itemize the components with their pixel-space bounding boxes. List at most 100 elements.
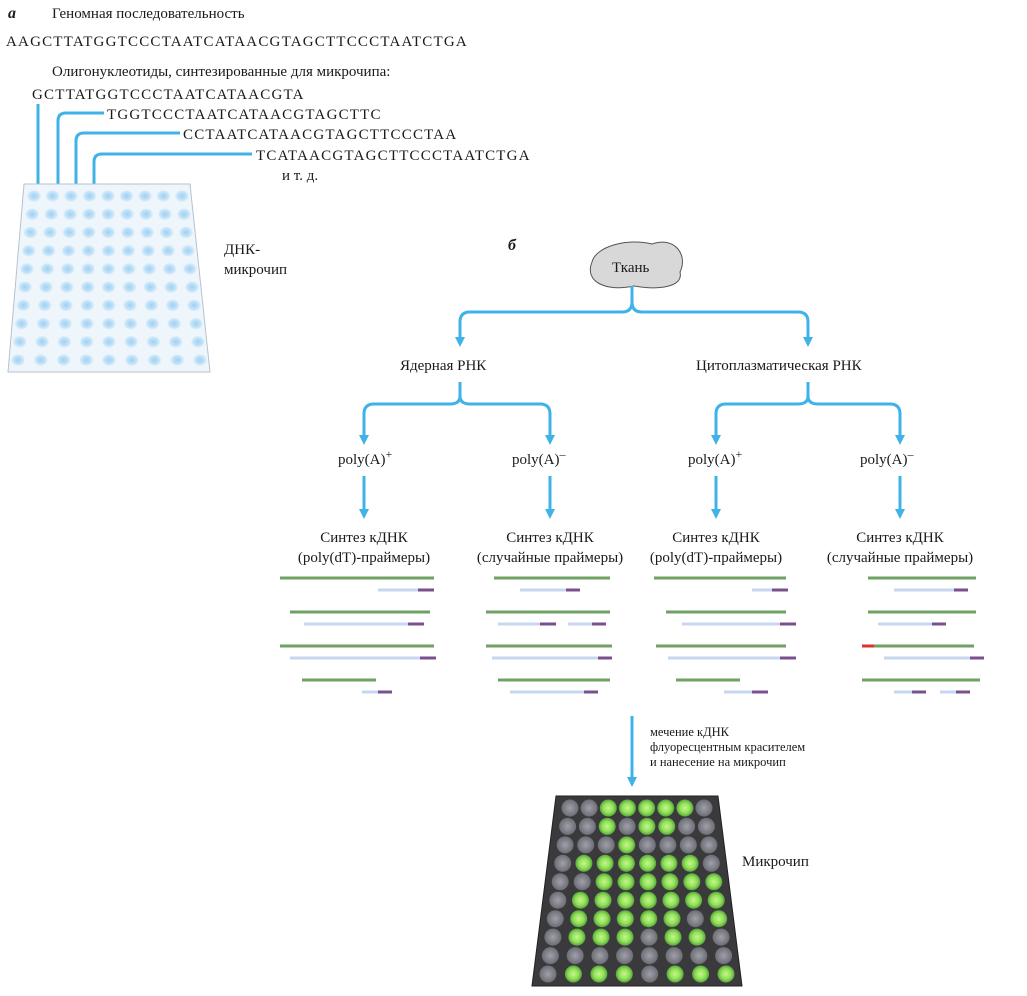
chip-label-line2: микрочип <box>224 262 287 278</box>
blue-spot <box>14 317 29 330</box>
blue-spot <box>119 190 134 202</box>
microchip-label: Микрочип <box>742 854 809 870</box>
green-spot <box>615 965 633 983</box>
arrow-to-cytoplasmic <box>630 301 813 347</box>
blue-spot <box>63 208 78 221</box>
gray-spot <box>554 854 572 872</box>
blue-spot <box>81 226 96 239</box>
blue-spot <box>121 244 136 257</box>
blue-spot <box>101 226 116 239</box>
blue-spot <box>41 244 56 257</box>
green-spot <box>616 928 634 946</box>
green-spot <box>575 854 593 872</box>
green-spot <box>617 873 635 891</box>
gray-spot <box>573 873 591 891</box>
green-spot <box>594 891 612 909</box>
oligo-1: GCTTATGGTCCCTAATCATAACGTA <box>32 87 305 103</box>
blue-spot <box>123 299 137 312</box>
synth-primer-4: (случайные праймеры) <box>827 550 973 566</box>
gray-spot <box>700 836 718 854</box>
oligo-2: TGGTCCCTAATCATAACGTAGCTTC <box>107 107 382 123</box>
blue-spot <box>187 299 201 312</box>
green-spot <box>571 891 589 909</box>
blue-spot <box>121 262 136 275</box>
dna-chip <box>7 183 211 373</box>
cyto-polyA-plus: poly(A)+ <box>688 447 743 468</box>
blue-spot <box>122 281 137 294</box>
blue-spot <box>25 208 40 221</box>
blue-spot <box>159 226 174 239</box>
green-spot <box>639 854 657 872</box>
blue-spot <box>101 262 116 275</box>
gray-spot <box>597 836 615 854</box>
blue-spot <box>123 317 138 330</box>
tissue-shape <box>589 241 683 289</box>
synth-title-3: Синтез кДНК <box>672 530 760 546</box>
blue-spot <box>82 208 97 221</box>
blue-spot <box>37 299 52 312</box>
gray-spot <box>578 817 596 835</box>
blue-spot <box>142 262 157 275</box>
synth-title-1: Синтез кДНК <box>320 530 408 546</box>
green-spot <box>707 891 725 909</box>
etc-label: и т. д. <box>282 168 318 184</box>
blue-spot <box>141 244 156 257</box>
blue-spot <box>124 335 139 348</box>
blue-spot <box>12 335 27 348</box>
panel-a-letter: а <box>8 5 16 22</box>
blue-spot <box>56 354 71 366</box>
blue-spot <box>27 190 41 202</box>
blue-spot <box>57 335 72 348</box>
green-spot <box>640 910 658 928</box>
blue-spot <box>101 281 116 294</box>
blue-spot <box>140 226 155 239</box>
green-spot <box>692 965 710 983</box>
oligo-3: CCTAATCATAACGTAGCTTCCCTAA <box>183 127 457 143</box>
green-spot <box>593 910 611 928</box>
blue-spot <box>39 281 53 294</box>
panel-b-letter: б <box>508 237 517 254</box>
green-spot <box>676 799 694 817</box>
polyA-labels: poly(A)+ poly(A)– poly(A)+ poly(A)– <box>338 447 915 468</box>
nuclear-rna-label: Ядерная РНК <box>400 358 487 374</box>
gray-spot <box>665 947 683 965</box>
blue-spot <box>62 226 77 239</box>
blue-spot <box>19 262 34 275</box>
gray-spot <box>702 854 720 872</box>
synthesis-labels: Синтез кДНК (poly(dT)-праймеры) Синтез к… <box>298 530 973 566</box>
blue-spot <box>191 335 205 348</box>
green-spot <box>705 873 723 891</box>
green-spot <box>661 873 679 891</box>
fluorescent-microchip <box>531 795 743 987</box>
green-spot <box>599 799 617 817</box>
oligo-arrow-4 <box>89 152 252 195</box>
blue-spot <box>164 281 179 294</box>
gray-spot <box>695 799 713 817</box>
nuclear-polyA-plus: poly(A)+ <box>338 447 393 468</box>
gray-spot <box>556 836 574 854</box>
oligo-heading: Олигонуклеотиды, синтезированные для мик… <box>52 64 390 80</box>
oligo-4: TCATAACGTAGCTTCCCTAATCTGA <box>256 148 531 164</box>
oligo-arrow-3 <box>71 131 180 195</box>
green-spot <box>683 873 701 891</box>
gray-spot <box>686 910 704 928</box>
blue-spot <box>101 317 116 330</box>
blue-spot <box>82 190 97 202</box>
blue-spot <box>45 190 60 202</box>
blue-spot <box>23 226 38 239</box>
synth-primer-2: (случайные праймеры) <box>477 550 623 566</box>
blue-spot <box>175 190 189 202</box>
blue-spot <box>40 262 55 275</box>
dna-chip-spots <box>11 190 207 366</box>
blue-spot <box>33 354 48 366</box>
blue-spot <box>139 208 154 221</box>
blue-spot <box>168 335 183 348</box>
gray-spot <box>659 836 677 854</box>
gray-spot <box>640 947 658 965</box>
green-spot <box>662 891 680 909</box>
genome-sequence: AAGCTTATGGTCCCTAATCATAACGTAGCTTCCCTAATCT… <box>6 34 468 50</box>
green-spot <box>590 965 608 983</box>
tissue-split-arrows <box>455 286 813 347</box>
synth-primer-1: (poly(dT)-праймеры) <box>298 550 430 566</box>
gray-spot <box>679 836 697 854</box>
